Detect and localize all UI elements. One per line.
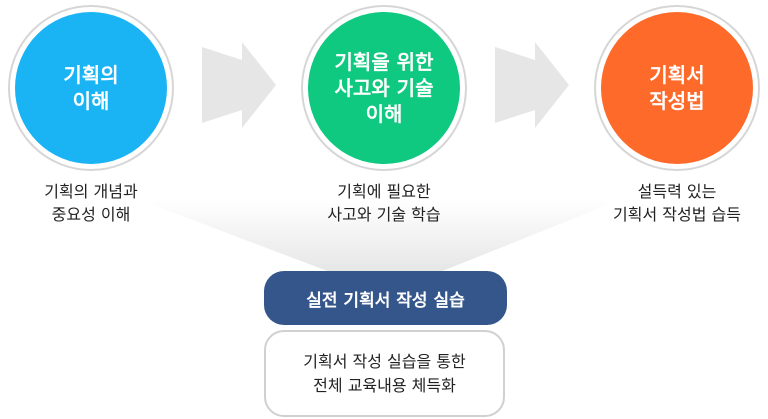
step-description: 기획에 필요한 사고와 기술 학습 <box>327 182 441 224</box>
step-title: 기획을 위한 사고와 기술 이해 <box>308 12 460 164</box>
result-title: 실전 기획서 작성 실습 <box>264 271 507 325</box>
step-circle-2: 기획을 위한 사고와 기술 이해 <box>301 5 467 171</box>
result-description: 기획서 작성 실습을 통한 전체 교육내용 체득화 <box>264 330 505 417</box>
step-circle-1: 기획의 이해 <box>8 5 174 171</box>
step-description: 기획의 개념과 중요성 이해 <box>44 182 138 224</box>
step-title: 기획의 이해 <box>15 12 167 164</box>
arrow-right-icon <box>495 42 569 128</box>
step-description: 설득력 있는 기획서 작성법 습득 <box>613 182 741 224</box>
step-circle-3: 기획서 작성법 <box>594 5 760 171</box>
arrow-right-icon <box>202 42 276 128</box>
step-title: 기획서 작성법 <box>601 12 753 164</box>
